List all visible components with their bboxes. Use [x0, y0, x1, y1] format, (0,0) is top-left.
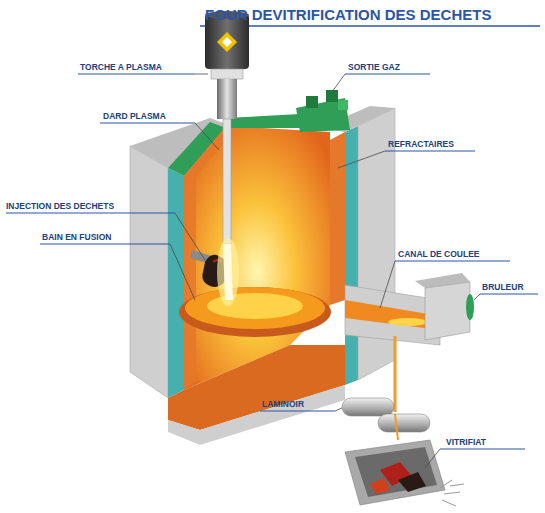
part-label: SORTIE GAZ — [348, 62, 400, 73]
part-label: TORCHE A PLASMA — [80, 62, 162, 73]
diagram-title: FOUR DEVITRIFICATION DES DECHETS — [205, 6, 491, 24]
plasma-dart — [217, 238, 239, 306]
furnace-floor — [168, 385, 345, 445]
outer-wall — [130, 146, 168, 398]
gas-outlet — [296, 98, 350, 132]
insulation-layer — [168, 168, 184, 398]
part-label: DARD PLASMA — [103, 111, 166, 122]
leader-line — [338, 151, 385, 168]
part-label: REFRACTAIRES — [388, 139, 454, 150]
melt-stream — [394, 336, 397, 412]
part-label: INJECTION DES DECHETS — [6, 201, 114, 212]
refractory-lining — [330, 132, 345, 305]
roller — [342, 398, 394, 416]
gas-outlet — [306, 96, 318, 108]
plasma-torch — [211, 69, 243, 79]
glass-splash — [440, 480, 464, 506]
part-label: BAIN EN FUSION — [42, 232, 111, 243]
part-label: BRULEUR — [482, 282, 524, 293]
part-label: CANAL DE COULEE — [398, 249, 480, 260]
melt-stream — [395, 414, 398, 440]
plasma-torch — [217, 79, 237, 119]
vitrified-glass — [370, 478, 390, 494]
label-underline — [6, 212, 175, 213]
melt-crucible — [179, 287, 331, 337]
label-underline — [78, 73, 195, 74]
torch-logo — [217, 32, 237, 52]
part-label: LAMINOIR — [262, 399, 304, 410]
label-underline — [480, 293, 538, 294]
leader-line — [332, 74, 345, 92]
burner-flame — [388, 318, 428, 326]
torch-logo — [222, 37, 232, 47]
label-underline — [385, 150, 475, 151]
leader-line — [170, 244, 195, 300]
part-label: VITRIFIAT — [446, 437, 486, 448]
leader-line — [335, 408, 342, 411]
leader-line — [195, 123, 219, 150]
leader-line — [425, 449, 440, 468]
label-underline — [395, 260, 510, 261]
label-underlines — [6, 74, 538, 449]
gas-outlet — [338, 100, 348, 110]
leader-lines — [170, 74, 480, 468]
melt-bath — [185, 287, 325, 329]
leader-line — [380, 261, 395, 308]
title-underline — [200, 25, 540, 27]
label-underline — [440, 448, 525, 449]
plasma-dart — [223, 244, 233, 300]
label-underline — [345, 73, 430, 74]
leader-line — [175, 213, 205, 260]
burner-nozzle — [466, 294, 474, 320]
leader-line — [474, 294, 480, 300]
collection-tray — [355, 447, 437, 497]
roller — [378, 414, 430, 432]
vitrified-glass — [398, 472, 426, 492]
label-underline — [100, 122, 195, 123]
burner-box — [425, 282, 470, 340]
label-underline — [40, 243, 170, 244]
collection-tray — [345, 440, 445, 505]
torch-lance — [223, 119, 231, 244]
leader-line — [195, 74, 208, 75]
label-underline — [260, 410, 335, 411]
